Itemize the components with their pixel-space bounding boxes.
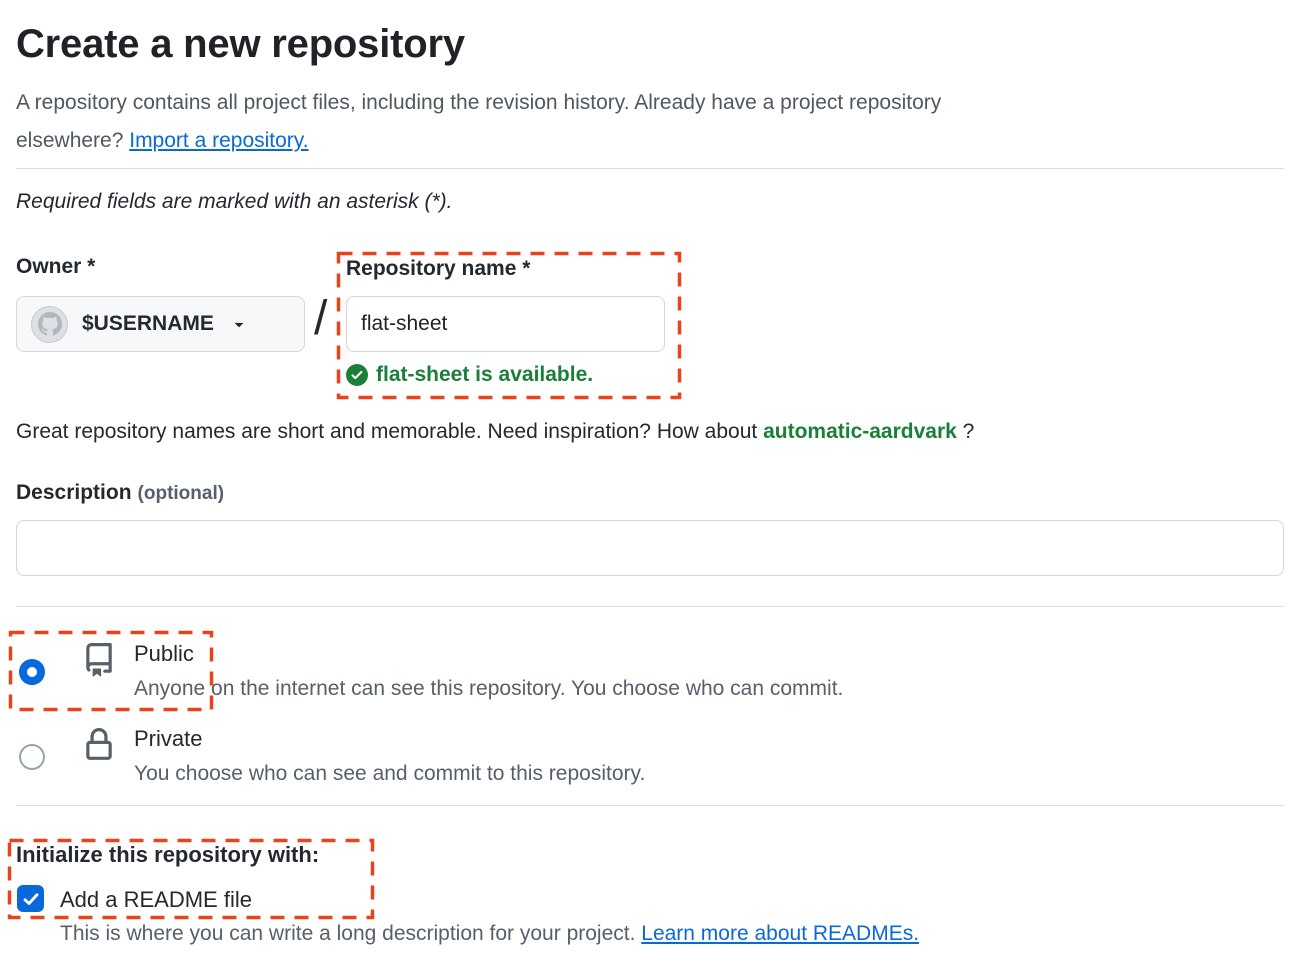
description-input[interactable]: [16, 520, 1284, 576]
divider: [16, 168, 1284, 169]
hint-text-after: ?: [956, 420, 975, 443]
name-hint: Great repository names are short and mem…: [16, 420, 974, 444]
public-radio[interactable]: [19, 659, 45, 685]
repo-book-icon: [82, 643, 116, 682]
description-label: Description: [16, 481, 132, 504]
intro-line2-text: elsewhere?: [16, 129, 130, 152]
hint-text-before: Great repository names are short and mem…: [16, 420, 764, 443]
learn-more-readmes-link[interactable]: Learn more about READMEs.: [641, 922, 920, 945]
intro-line2: elsewhere? Import a repository.: [16, 122, 941, 160]
owner-dropdown-button[interactable]: $USERNAME: [16, 296, 305, 352]
intro-line1: A repository contains all project files,…: [16, 91, 942, 114]
divider: [16, 805, 1284, 806]
repository-name-label: Repository name *: [346, 257, 531, 280]
initialize-section-label: Initialize this repository with:: [16, 842, 320, 867]
readme-note-text: This is where you can write a long descr…: [60, 922, 642, 945]
public-option-description: Anyone on the internet can see this repo…: [134, 677, 844, 700]
readme-checkbox[interactable]: [17, 885, 44, 912]
lock-icon: [82, 728, 116, 767]
divider: [16, 606, 1284, 607]
private-radio[interactable]: [19, 744, 45, 770]
owner-name: $USERNAME: [82, 312, 214, 335]
description-label-row: Description(optional): [16, 481, 224, 505]
owner-repo-separator: /: [314, 292, 328, 345]
private-option-label[interactable]: Private: [134, 726, 203, 751]
triangle-down-icon: [230, 315, 248, 333]
private-option-description: You choose who can see and commit to thi…: [134, 762, 646, 785]
import-repository-link[interactable]: Import a repository.: [129, 129, 309, 152]
check-circle-icon: [346, 364, 368, 386]
page-title: Create a new repository: [16, 22, 465, 66]
octocat-avatar-icon: [31, 305, 68, 343]
suggested-name-link[interactable]: automatic-aardvark: [763, 420, 957, 443]
repository-name-input[interactable]: [346, 296, 665, 352]
owner-label: Owner *: [16, 255, 96, 278]
checkmark-icon: [23, 892, 38, 905]
readme-checkbox-label[interactable]: Add a README file: [60, 887, 252, 912]
readme-note: This is where you can write a long descr…: [60, 922, 919, 946]
intro-paragraph: A repository contains all project files,…: [16, 84, 941, 160]
required-fields-note: Required fields are marked with an aster…: [16, 190, 453, 213]
public-option-label[interactable]: Public: [134, 641, 194, 666]
availability-text: flat-sheet is available.: [376, 363, 594, 386]
availability-message: flat-sheet is available.: [346, 363, 593, 387]
description-optional-label: (optional): [137, 483, 225, 504]
